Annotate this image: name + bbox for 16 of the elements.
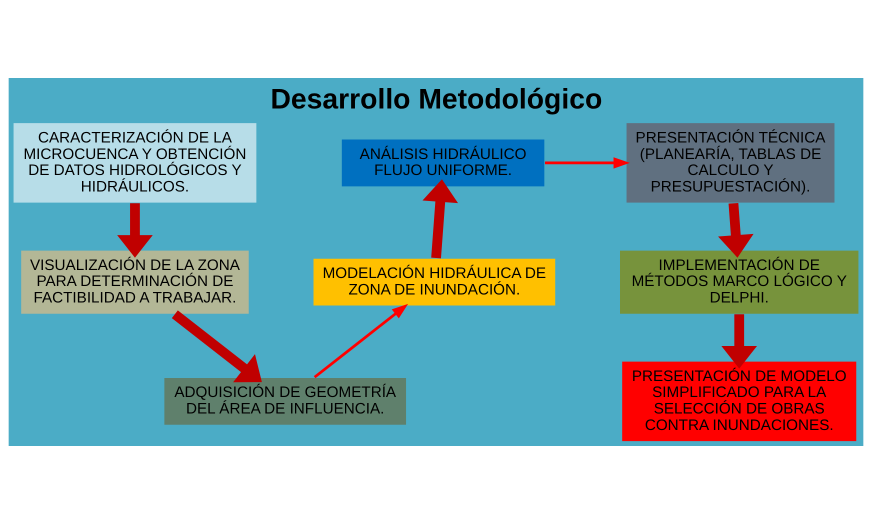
node-box: VISUALIZACIÓN DE LA ZONA PARA DETERMINACIÓN DE FACTIBILIDAD A TRABAJAR. [20, 249, 250, 315]
node-box: MODELACIÓN HIDRÁULICA DE ZONA DE INUNDACIÓN. [312, 258, 556, 307]
node-box: ANÁLISIS HIDRÁULICO FLUJO UNIFORME. [340, 138, 546, 188]
arrow [721, 314, 758, 369]
node-box: CARACTERIZACIÓN DE LA MICROCUENCA Y OBTENCIÓN DE DATOS HIDROLÓGICOS Y HIDRÁULICOS. [12, 122, 258, 204]
node-box: IMPLEMENTACIÓN DE MÉTODOS MARCO LÓGICO Y DELPHI. [618, 249, 860, 315]
arrow [718, 202, 754, 258]
diagram-title: Desarrollo Metodológico [270, 82, 602, 114]
arrow [422, 179, 458, 258]
node-box: ADQUISICIÓN DE GEOMETRÍA DEL ÁREA DE INFLUENCIA. [163, 376, 408, 426]
arrow [314, 304, 408, 378]
node-box: PRESENTACIÓN TÉCNICA (PLANEARÍA, TABLAS DE CALCULO Y PRESUPUESTACIÓN). [625, 122, 836, 204]
arrow [544, 157, 630, 169]
arrow [172, 310, 262, 382]
arrow [117, 203, 153, 258]
node-box: PRESENTACIÓN DE MODELO SIMPLIFICADO PARA LA SELECCIÓN DE OBRAS CONTRA INUNDACIONES. [621, 360, 858, 442]
